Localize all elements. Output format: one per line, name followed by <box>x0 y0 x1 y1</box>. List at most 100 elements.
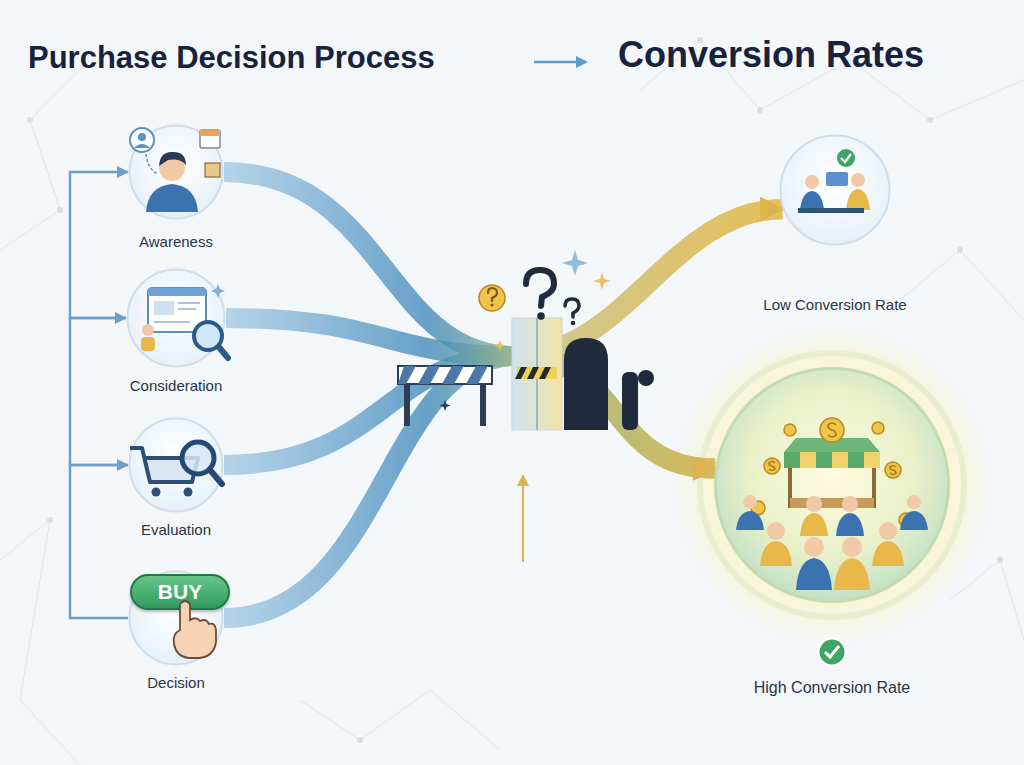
consideration-icon <box>194 322 222 350</box>
sparkles <box>562 250 588 276</box>
awareness-icon <box>200 130 220 148</box>
road-barrier <box>440 400 451 411</box>
coins <box>820 418 844 442</box>
network-lines <box>0 60 90 250</box>
consideration-icon <box>218 346 228 358</box>
question-marks <box>488 288 497 301</box>
sparkles <box>593 272 611 290</box>
circle-outline <box>779 134 891 246</box>
question-marks <box>526 270 554 306</box>
circle-outline <box>128 270 225 367</box>
awareness-icon <box>130 128 154 152</box>
evaluation-icon <box>152 488 161 497</box>
market-stall <box>800 452 816 468</box>
network-lines <box>900 250 1024 320</box>
network-dots <box>357 737 363 743</box>
obstacle-silhouette <box>638 370 654 386</box>
crowd <box>872 541 904 566</box>
crowd <box>767 522 785 540</box>
question-marks <box>479 270 579 325</box>
stage-circle: High Conversion Rate <box>714 367 950 603</box>
feedback-arrow <box>70 172 128 318</box>
success-check <box>818 638 846 666</box>
upward-arrow <box>522 484 524 562</box>
crowd <box>834 558 870 590</box>
market-stall <box>832 452 848 468</box>
circle-outline <box>716 369 949 602</box>
market-stall <box>784 438 880 452</box>
consideration-icon <box>141 337 155 351</box>
coin-marks <box>769 423 896 475</box>
upward-arrow <box>517 474 529 486</box>
awareness-icon <box>146 154 158 174</box>
flow-band <box>224 356 715 618</box>
network-dots <box>27 37 1003 743</box>
buy-button: BUY <box>130 574 230 610</box>
success-glow <box>672 325 992 645</box>
title-arrow <box>534 56 588 68</box>
network-lines <box>300 690 500 750</box>
evaluation-icon <box>130 442 222 497</box>
consideration-icon <box>141 284 228 358</box>
crowd <box>900 511 928 530</box>
evaluation-icon <box>182 442 214 474</box>
stage-label: Awareness <box>139 233 213 251</box>
road-barrier <box>404 378 410 426</box>
crowd <box>743 495 757 509</box>
stage-circle: Consideration <box>126 268 226 368</box>
question-marks <box>479 285 505 311</box>
decision-gate <box>515 367 551 379</box>
awareness-icon <box>138 133 146 141</box>
network-dots <box>57 207 63 213</box>
stage-circle: Awareness <box>128 124 224 220</box>
decision-gate <box>512 318 562 430</box>
coins <box>899 513 913 527</box>
consideration-icon <box>154 321 190 323</box>
market-stall <box>816 452 832 468</box>
button-text: BUY <box>158 580 202 603</box>
crowd <box>842 496 858 512</box>
market-stall <box>872 468 876 508</box>
crowd <box>760 541 792 566</box>
success-check <box>825 646 839 657</box>
consideration-icon <box>178 308 196 310</box>
circle-outline <box>128 417 224 513</box>
market-stall <box>848 452 864 468</box>
coins <box>872 422 884 434</box>
sparkles <box>495 250 612 351</box>
circle-outline <box>126 268 226 368</box>
coin-marks <box>890 466 896 475</box>
coins <box>751 501 765 515</box>
network-dots <box>927 117 933 123</box>
evaluation-icon <box>130 448 198 482</box>
obstacle-silhouette <box>564 338 608 430</box>
stage-label: Evaluation <box>141 521 211 539</box>
question-marks <box>565 299 579 317</box>
coins <box>784 424 796 436</box>
awareness-icon <box>200 130 220 136</box>
low-rate-icon <box>851 173 865 187</box>
coin-marks <box>828 423 836 437</box>
network-dots <box>957 247 963 253</box>
consideration-icon <box>154 301 174 315</box>
coin-marks <box>769 462 775 471</box>
obstacle-silhouette <box>564 338 654 430</box>
consideration-icon <box>142 324 154 336</box>
crowd <box>796 558 832 590</box>
network-dots <box>27 117 33 123</box>
awareness-icon <box>159 155 185 181</box>
market-stall <box>784 438 880 508</box>
low-rate-icon <box>837 149 855 167</box>
decision-gate <box>536 318 538 430</box>
circle-outline <box>714 367 950 603</box>
stage-label: Decision <box>147 674 205 692</box>
coins <box>751 418 913 527</box>
crowd <box>907 495 921 509</box>
consideration-icon <box>148 288 206 332</box>
pointing-hand <box>174 601 216 658</box>
crowd <box>804 537 824 557</box>
stage-label: High Conversion Rate <box>754 678 911 697</box>
crowd <box>879 522 897 540</box>
